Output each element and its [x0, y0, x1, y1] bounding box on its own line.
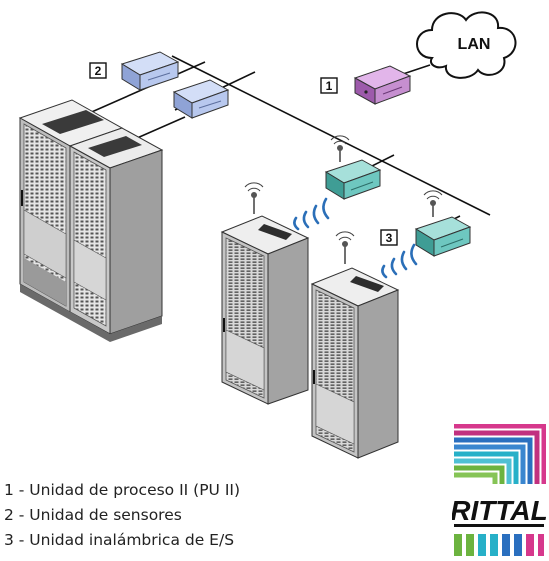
wireless-signal-icon	[381, 243, 418, 279]
server-rack-icon	[310, 231, 400, 459]
callout-pu2: 1	[320, 77, 338, 94]
callout-wireless: 3	[380, 229, 398, 246]
callout-sensor: 2	[89, 62, 107, 79]
wireless-unit-icon	[324, 135, 382, 200]
legend-item: 1 - Unidad de proceso II (PU II)	[4, 481, 241, 499]
svg-text:1: 1	[326, 79, 333, 93]
svg-text:3: 3	[386, 231, 393, 245]
processing-unit-icon	[353, 65, 412, 105]
legend: 1 - Unidad de proceso II (PU II) 2 - Uni…	[4, 478, 240, 553]
rittal-logo: RITTAL	[452, 424, 546, 556]
lan-label: LAN	[458, 36, 491, 53]
lan-cloud-icon: LAN	[416, 11, 517, 79]
sensor-unit-icon	[120, 51, 180, 91]
svg-text:2: 2	[95, 64, 102, 78]
wireless-unit-icon	[414, 190, 472, 257]
server-rack-icon	[18, 99, 164, 342]
server-rack-icon	[220, 182, 310, 405]
antenna-icon	[335, 231, 355, 241]
legend-item: 3 - Unidad inalámbrica de E/S	[4, 531, 235, 549]
wireless-signal-icon	[293, 197, 330, 231]
sensor-unit-icon	[172, 79, 230, 119]
antenna-icon	[330, 135, 350, 145]
legend-item: 2 - Unidad de sensores	[4, 506, 182, 524]
antenna-icon	[244, 182, 264, 192]
logo-wordmark: RITTAL	[452, 495, 546, 526]
antenna-icon	[423, 190, 443, 200]
